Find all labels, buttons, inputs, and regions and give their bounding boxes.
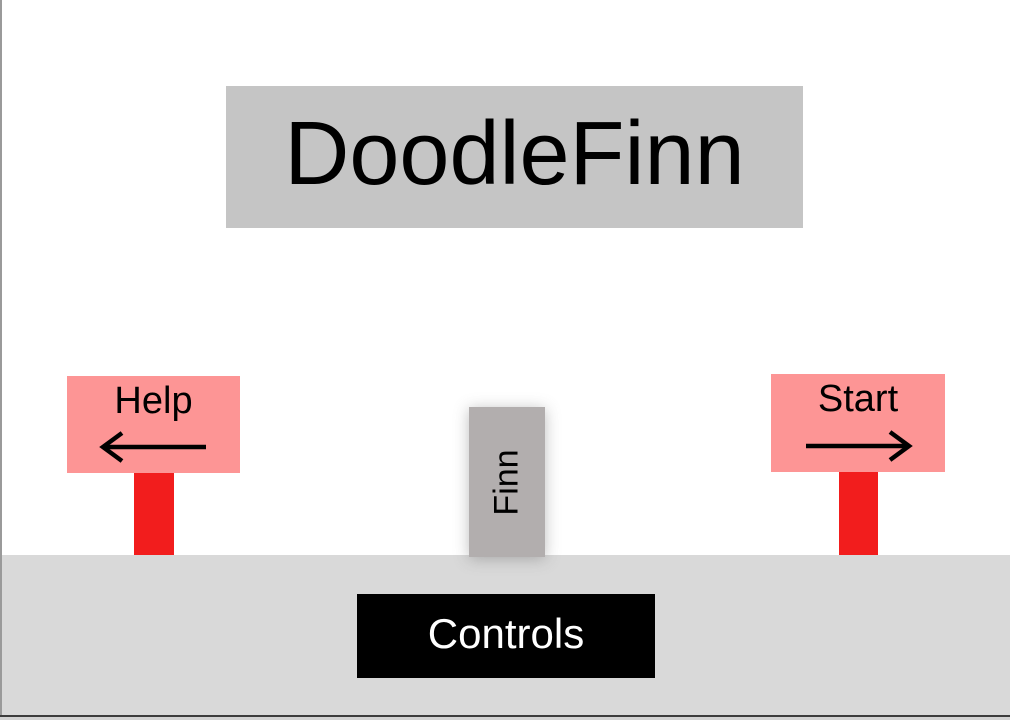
start-sign-label: Start: [817, 378, 899, 420]
controls-button[interactable]: Controls: [357, 594, 655, 678]
controls-label: Controls: [427, 610, 585, 657]
help-sign-label: Help: [114, 380, 193, 422]
start-sign-button[interactable]: Start: [771, 374, 945, 472]
left-border-line: [0, 0, 2, 720]
start-sign-post: [839, 472, 878, 557]
game-title: DoodleFinn: [284, 104, 745, 204]
help-sign-button[interactable]: Help: [67, 376, 240, 473]
bottom-edge-strip: [0, 717, 1010, 720]
help-sign-post: [134, 473, 174, 557]
right-arrow-icon: [806, 430, 913, 462]
bottom-border-line: [0, 715, 1010, 717]
finn-label: Finn: [487, 448, 526, 516]
finn-player-sign: Finn: [469, 407, 545, 557]
left-arrow-icon: [98, 431, 206, 463]
title-banner: DoodleFinn: [226, 86, 803, 228]
